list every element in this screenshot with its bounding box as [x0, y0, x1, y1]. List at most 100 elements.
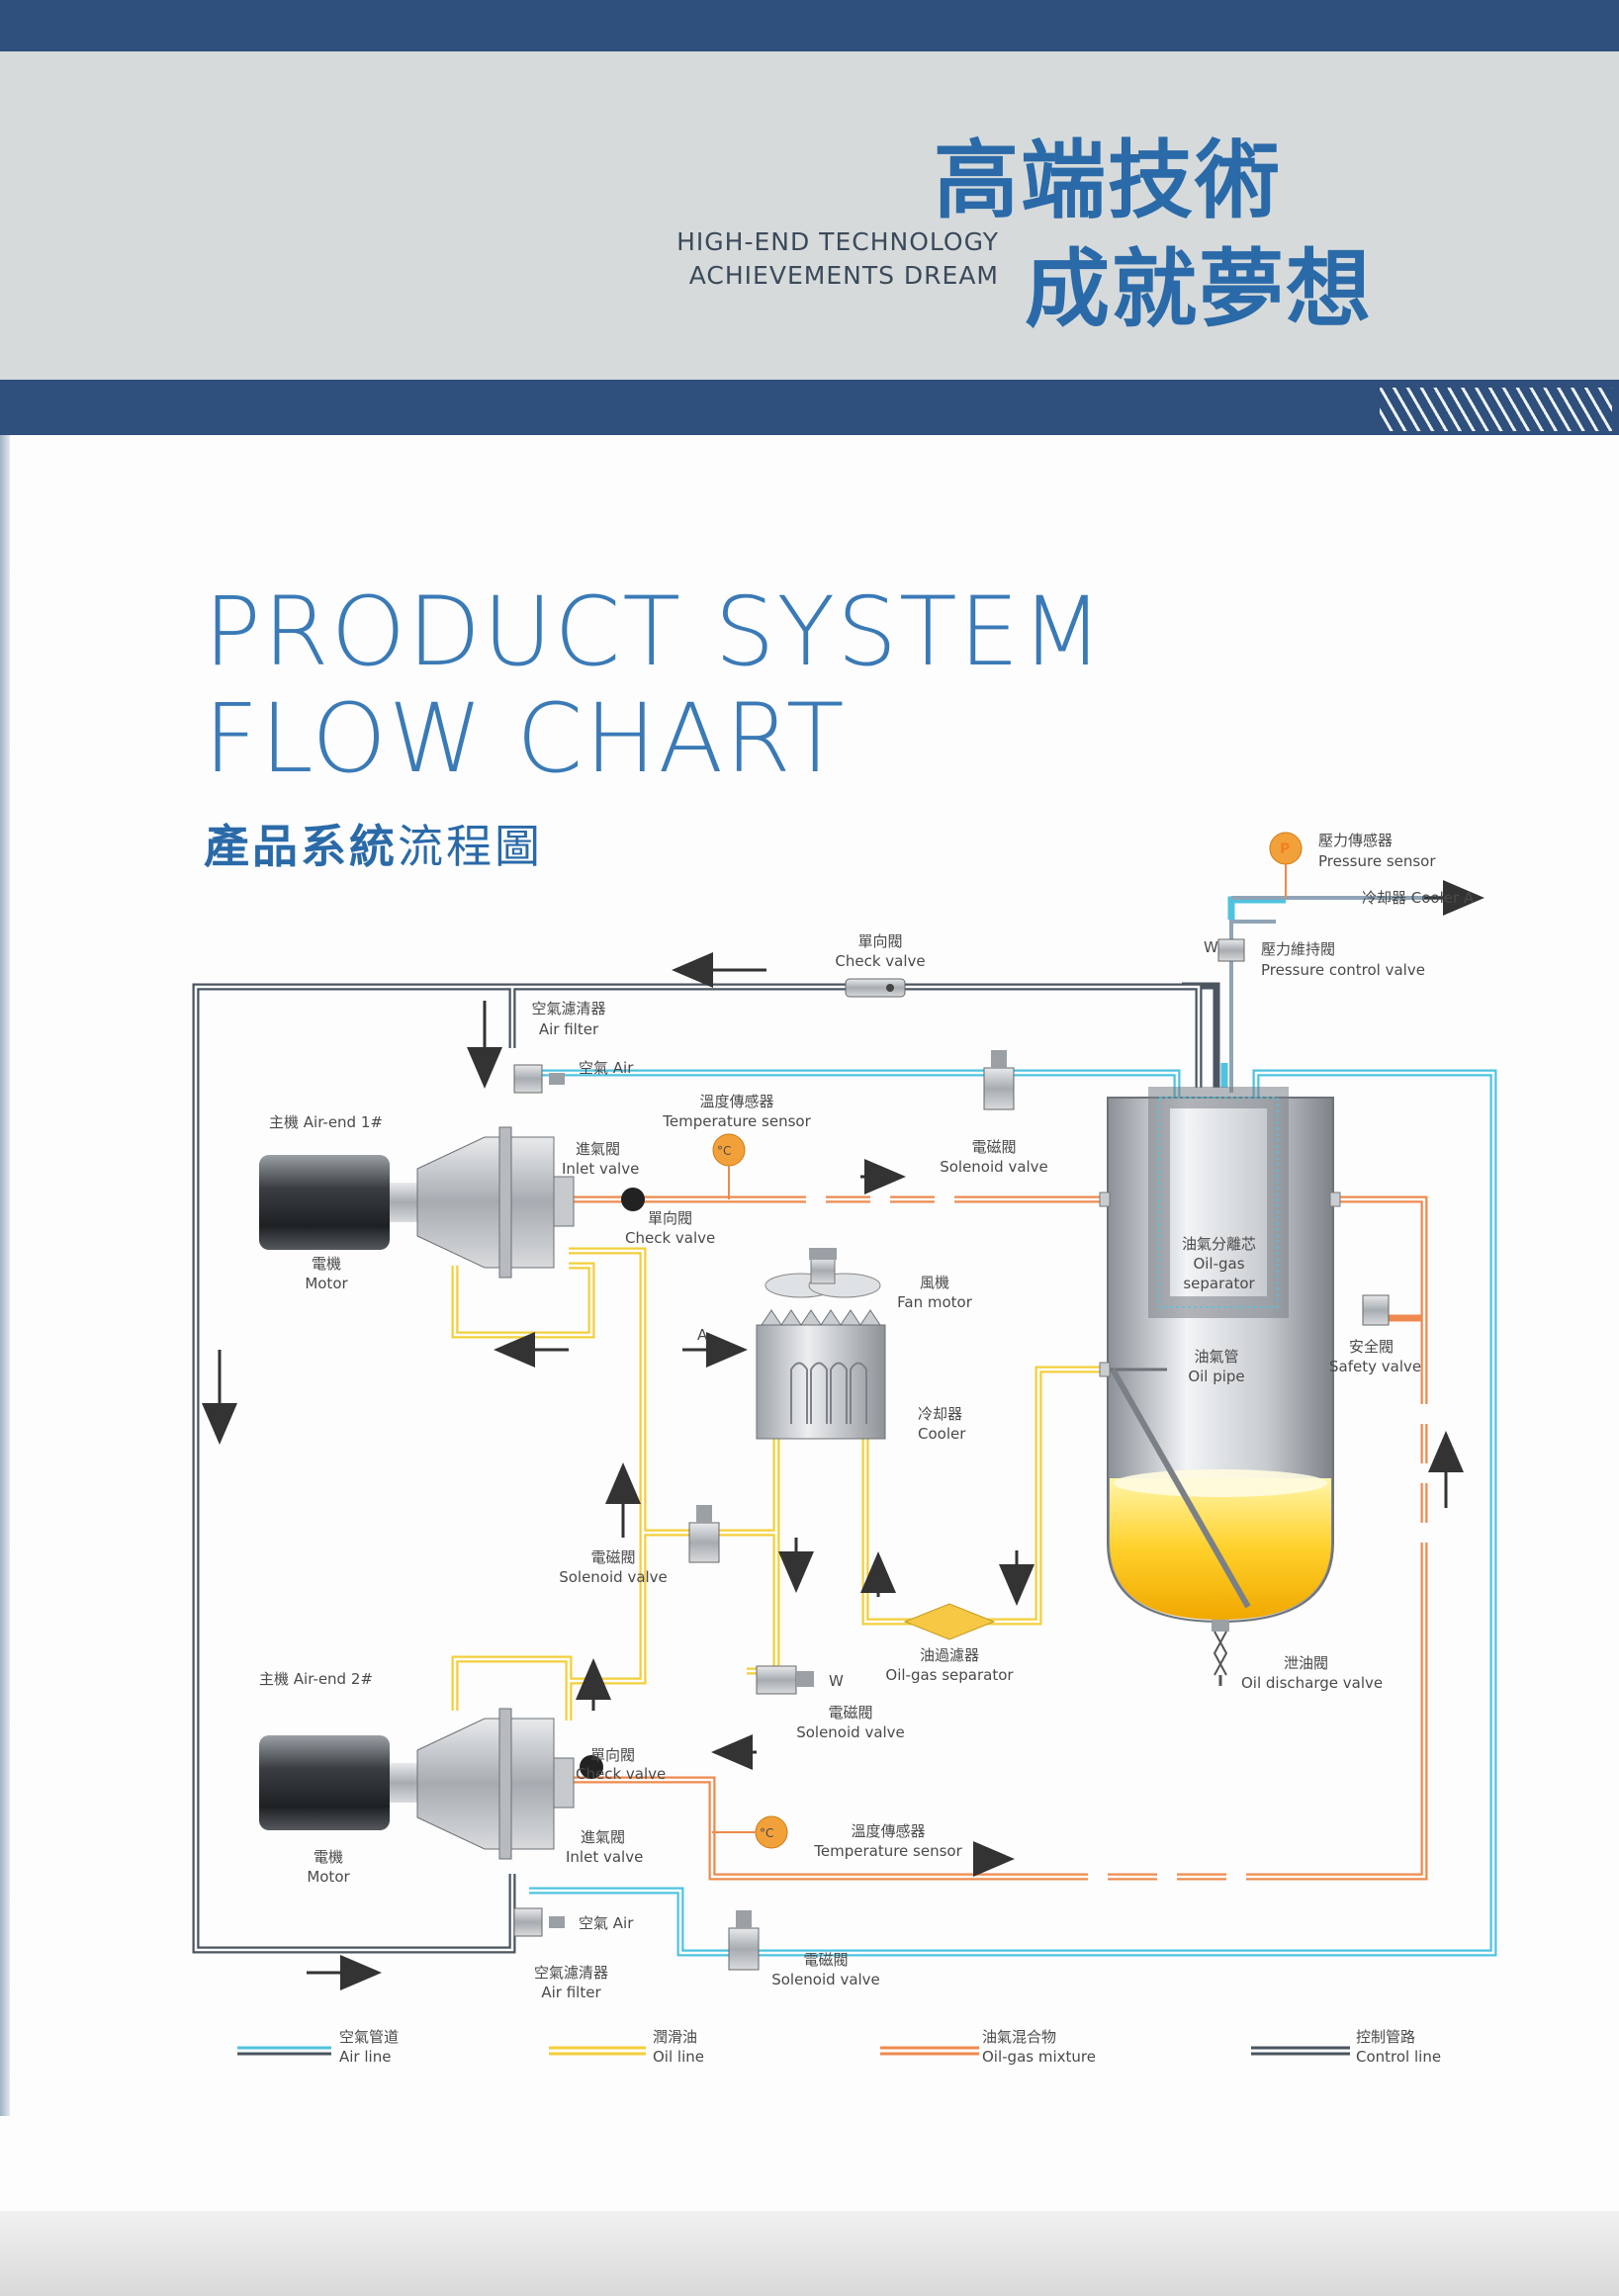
header-cjk-line1: 高端技術 [934, 132, 1282, 230]
pressure-control-label-cn: 壓力維持閥 [1261, 940, 1336, 958]
legend-mix-cn: 油氣混合物 [982, 2028, 1057, 2046]
header-band [0, 51, 1619, 380]
inlet-valve-1-label-cn: 進氣閥 [576, 1140, 621, 1158]
solenoid-4-label-cn: 電磁閥 [803, 1951, 849, 1969]
check-valve-top [845, 978, 906, 998]
air-inlet-2-label: 空氣 Air [579, 1914, 634, 1932]
motor-2-label-cn: 電機 [313, 1848, 343, 1866]
cooler-label-cn: 冷却器 [918, 1405, 963, 1423]
header-top-bar [0, 0, 1619, 51]
air-filter-2-label-en: Air filter [541, 1984, 601, 2001]
legend-swatches [237, 2046, 1350, 2056]
separator-label-en1: Oil-gas [1193, 1255, 1245, 1273]
air-filter-2-label-cn: 空氣濾清器 [533, 1964, 608, 1982]
airflow-a-label: A [697, 1326, 708, 1344]
oil-filter [903, 1603, 996, 1640]
solenoid-3-label-en: Solenoid valve [796, 1723, 905, 1741]
air-inlet-nozzle-1 [549, 1073, 565, 1085]
inlet-valve-1-label-en: Inlet valve [562, 1160, 640, 1178]
subtitle-part-b: 流程圖 [398, 820, 543, 873]
pressure-control-valve [1217, 938, 1245, 962]
air-filter-1 [513, 1064, 543, 1094]
temp-sensor-1-label-en: Temperature sensor [663, 1112, 811, 1130]
solenoid-valve-3 [756, 1665, 814, 1695]
motor-1-label-en: Motor [305, 1275, 348, 1292]
check-valve-top-label-en: Check valve [835, 952, 926, 970]
cooler-a-label: 冷却器 Cooler A [1362, 889, 1475, 907]
air-end-1 [416, 1126, 575, 1279]
check-valve-1 [621, 1188, 645, 1211]
header-en-line1: HIGH-END TECHNOLOGY [676, 227, 999, 256]
temp-sensor-2-label-cn: 溫度傳感器 [851, 1822, 926, 1840]
header-en-line2: ACHIEVEMENTS DREAM [688, 261, 999, 290]
legend-mix-en: Oil-gas mixture [982, 2048, 1096, 2066]
motor-2-label-en: Motor [307, 1868, 350, 1886]
flow-arrows [202, 880, 1484, 1990]
pressure-control-label-en: Pressure control valve [1261, 961, 1425, 979]
page-title-line2: FLOW CHART [204, 683, 847, 794]
header-cjk-line2: 成就夢想 [1025, 240, 1373, 339]
page-subtitle: 產品系統流程圖 [204, 811, 543, 876]
page-title-line1: PRODUCT SYSTEM [204, 576, 1106, 687]
legend-oil-cn: 潤滑油 [653, 2028, 698, 2046]
discharge-valve-label-en: Oil discharge valve [1241, 1674, 1384, 1692]
legend-control-en: Control line [1356, 2048, 1442, 2066]
air-end-1-label: 主機 Air-end 1# [269, 1113, 383, 1131]
binding-edge [0, 198, 10, 2116]
motor-1 [259, 1155, 417, 1250]
pressure-sensor-label-en: Pressure sensor [1318, 852, 1436, 870]
air-inlet-1-label: 空氣 Air [579, 1059, 634, 1077]
check-valve-1-label-en: Check valve [625, 1229, 716, 1247]
fan-label-en: Fan motor [897, 1293, 972, 1311]
air-filter-1-label-en: Air filter [538, 1020, 599, 1038]
temp-sensor-2-label-en: Temperature sensor [814, 1842, 962, 1860]
solenoid-valve-4 [728, 1910, 760, 1971]
separator-tank [1099, 1087, 1341, 1686]
check-valve-2-label-en: Check valve [576, 1765, 667, 1783]
solenoid-4-label-en: Solenoid valve [771, 1971, 880, 1988]
inlet-valve-2-label-cn: 進氣閥 [581, 1828, 626, 1846]
w-label-2: W [829, 1672, 844, 1690]
air-end-2-label: 主機 Air-end 2# [259, 1670, 373, 1688]
temp-sensor-1-label-cn: 溫度傳感器 [699, 1093, 774, 1110]
legend-oil-en: Oil line [653, 2048, 704, 2066]
safety-valve [1362, 1294, 1390, 1326]
motor-2 [259, 1735, 417, 1830]
air-end-2 [416, 1708, 575, 1860]
header-hatch-pattern [1380, 388, 1612, 431]
legend-air-cn: 空氣管道 [339, 2028, 400, 2046]
discharge-valve-label-cn: 泄油閥 [1284, 1654, 1329, 1672]
cooler [756, 1248, 886, 1440]
solenoid-2-label-cn: 電磁閥 [590, 1548, 636, 1566]
page-bottom-shadow [0, 2211, 1619, 2296]
inlet-valve-2-label-en: Inlet valve [566, 1848, 644, 1866]
separator-label-cn: 油氣分離芯 [1181, 1235, 1256, 1253]
subtitle-part-a: 產品系統 [204, 820, 398, 873]
oil-pipe-label-cn: 油氣管 [1194, 1348, 1239, 1366]
temp-sensor-2-symbol: °C [760, 1826, 774, 1840]
temp-sensor-1-symbol: °C [717, 1144, 732, 1158]
solenoid-valve-2 [688, 1505, 720, 1563]
cooler-label-en: Cooler [918, 1425, 966, 1443]
legend-air-en: Air line [339, 2048, 392, 2066]
air-inlet-nozzle-2 [549, 1916, 565, 1928]
check-valve-2 [580, 1755, 603, 1779]
motor-1-label-cn: 電機 [311, 1255, 341, 1273]
separator-label-en2: separator [1183, 1275, 1255, 1292]
air-filter-2 [513, 1907, 543, 1937]
solenoid-valve-1 [983, 1050, 1015, 1110]
safety-valve-label-cn: 安全閥 [1349, 1338, 1394, 1356]
air-filter-1-label-cn: 空氣濾清器 [531, 1000, 606, 1017]
check-valve-1-label-cn: 單向閥 [648, 1209, 693, 1227]
check-valve-2-label-cn: 單向閥 [590, 1746, 636, 1764]
pressure-sensor-symbol: P [1280, 841, 1291, 857]
solenoid-1-label-en: Solenoid valve [940, 1158, 1048, 1176]
oil-pipe-label-en: Oil pipe [1188, 1368, 1245, 1385]
air-lines [529, 896, 1497, 1957]
w-label-1: W [1204, 938, 1218, 956]
oil-filter-label-cn: 油過濾器 [919, 1646, 979, 1664]
solenoid-1-label-cn: 電磁閥 [971, 1138, 1017, 1156]
header-bottom-bar [0, 380, 1619, 435]
check-valve-top-label-cn: 單向閥 [857, 932, 903, 950]
